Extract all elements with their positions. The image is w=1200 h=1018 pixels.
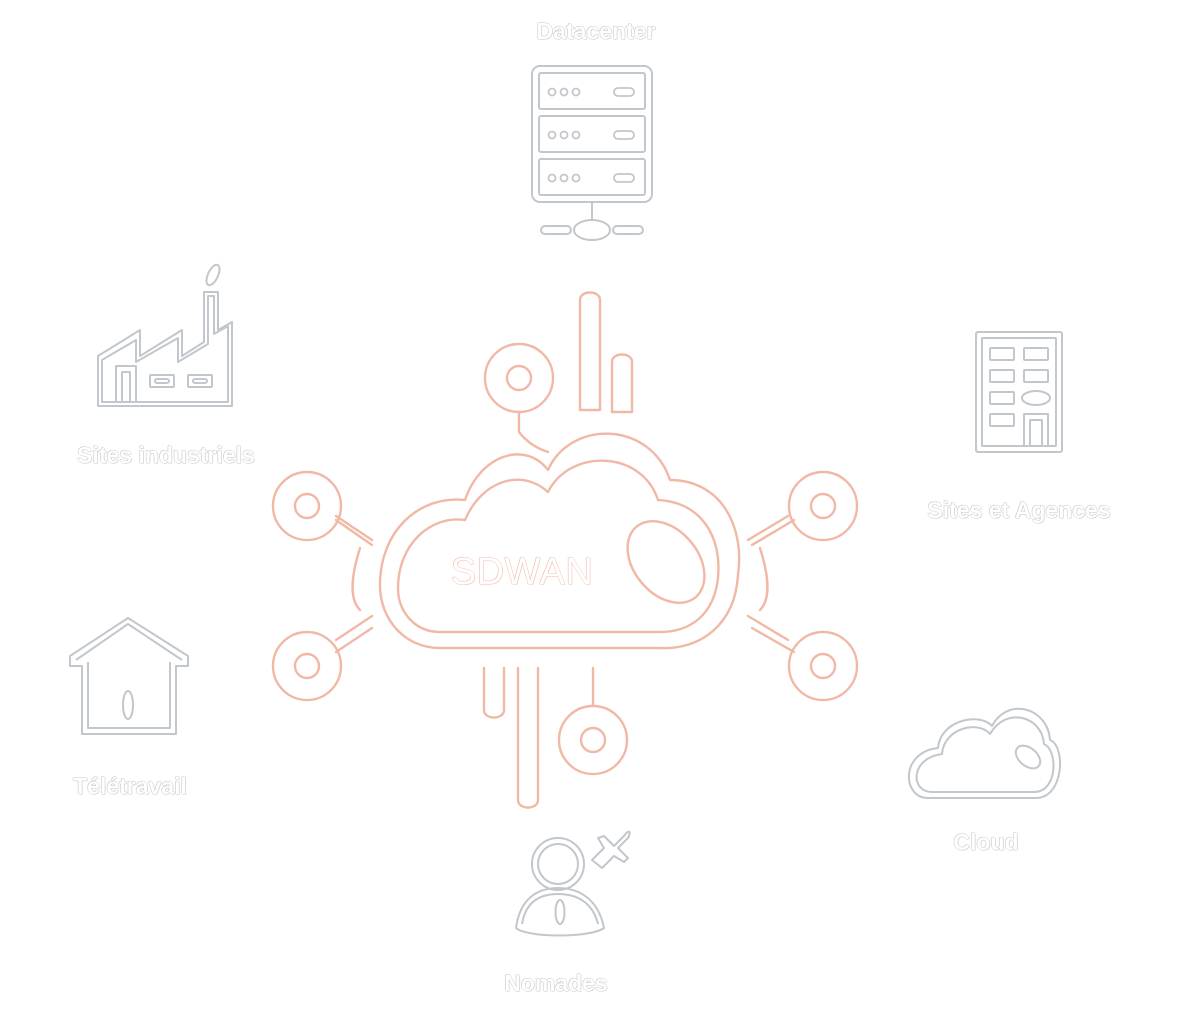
house-icon — [69, 617, 189, 735]
sites-agences-label: Sites et Agences — [927, 497, 1111, 523]
datacenter-label: Datacenter — [536, 18, 656, 44]
cloud-icon — [907, 707, 1062, 799]
server-rack-icon — [531, 65, 653, 241]
cloud-label: Cloud — [953, 829, 1019, 855]
sites-industriels-label: Sites industriels — [77, 442, 255, 468]
traveler-icon — [515, 830, 631, 937]
office-building-icon — [975, 331, 1063, 453]
factory-icon — [97, 263, 233, 407]
sdwan-hub-icon — [271, 291, 859, 809]
nomades-label: Nomades — [504, 970, 608, 996]
hub-label: SDWAN — [450, 551, 594, 593]
teletravail-label: Télétravail — [73, 773, 187, 799]
